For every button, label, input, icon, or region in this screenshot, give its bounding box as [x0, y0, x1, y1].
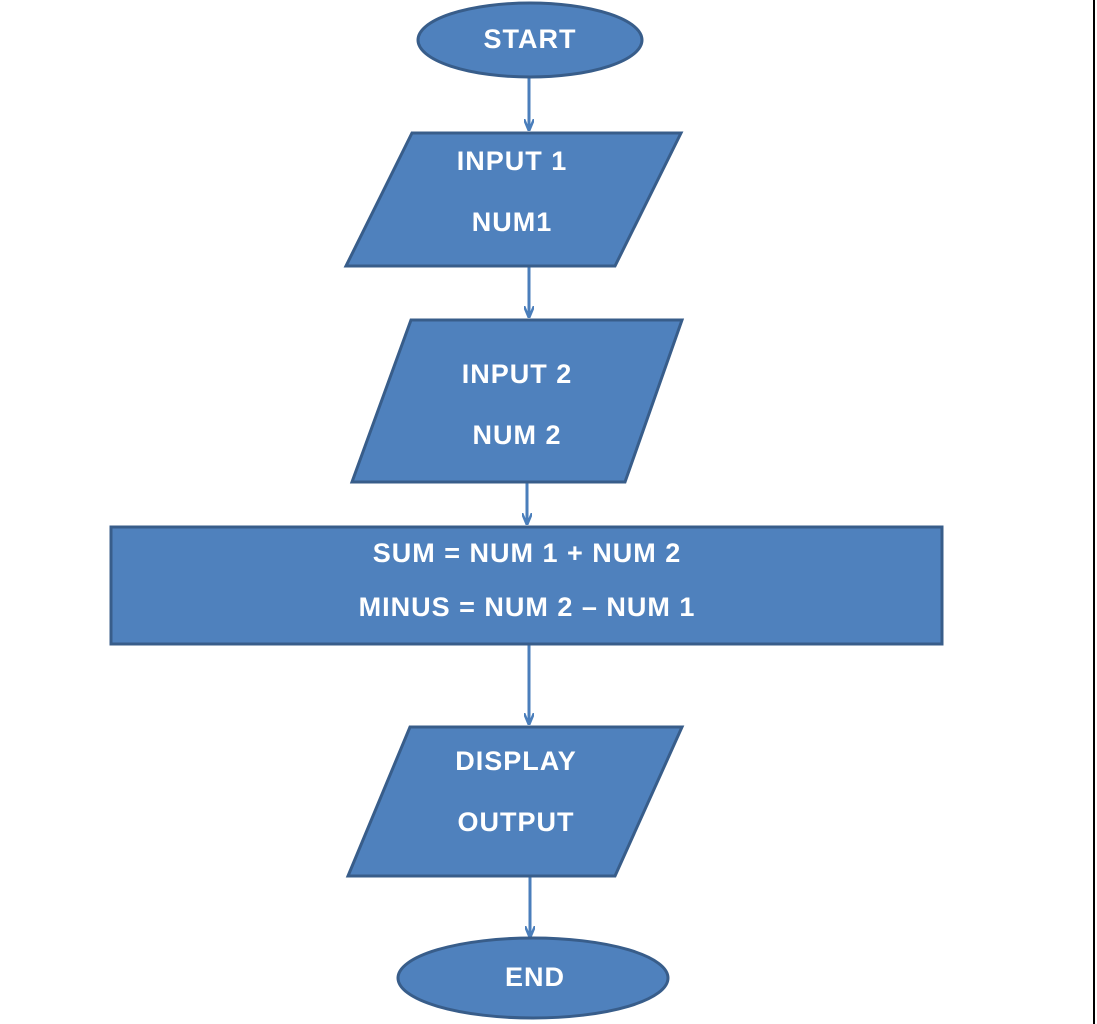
start-label: START — [484, 24, 577, 54]
start-node: START — [416, 1, 644, 79]
display-parallelogram-shape — [345, 725, 685, 878]
process-rectangle-shape — [109, 525, 944, 646]
display-label-line1: DISPLAY — [455, 746, 577, 776]
process-label-line2: MINUS = NUM 2 – NUM 1 — [359, 592, 696, 622]
input1-parallelogram-shape — [343, 131, 684, 268]
end-node: END — [396, 936, 670, 1020]
right-edge-rule — [1093, 0, 1095, 1024]
start-terminator-shape — [416, 1, 644, 79]
end-label: END — [505, 962, 565, 992]
process-node: SUM = NUM 1 + NUM 2 MINUS = NUM 2 – NUM … — [109, 525, 944, 646]
input1-label-line1: INPUT 1 — [457, 146, 568, 176]
input1-node: INPUT 1 NUM1 — [343, 131, 684, 268]
input2-label-line1: INPUT 2 — [462, 359, 573, 389]
display-label-line2: OUTPUT — [458, 807, 575, 837]
end-terminator-shape — [396, 936, 670, 1020]
input2-parallelogram-shape — [349, 318, 685, 484]
input1-label-line2: NUM1 — [472, 207, 553, 237]
input2-node: INPUT 2 NUM 2 — [349, 318, 685, 484]
process-label-line1: SUM = NUM 1 + NUM 2 — [373, 538, 682, 568]
input2-label-line2: NUM 2 — [472, 420, 561, 450]
display-node: DISPLAY OUTPUT — [345, 725, 685, 878]
